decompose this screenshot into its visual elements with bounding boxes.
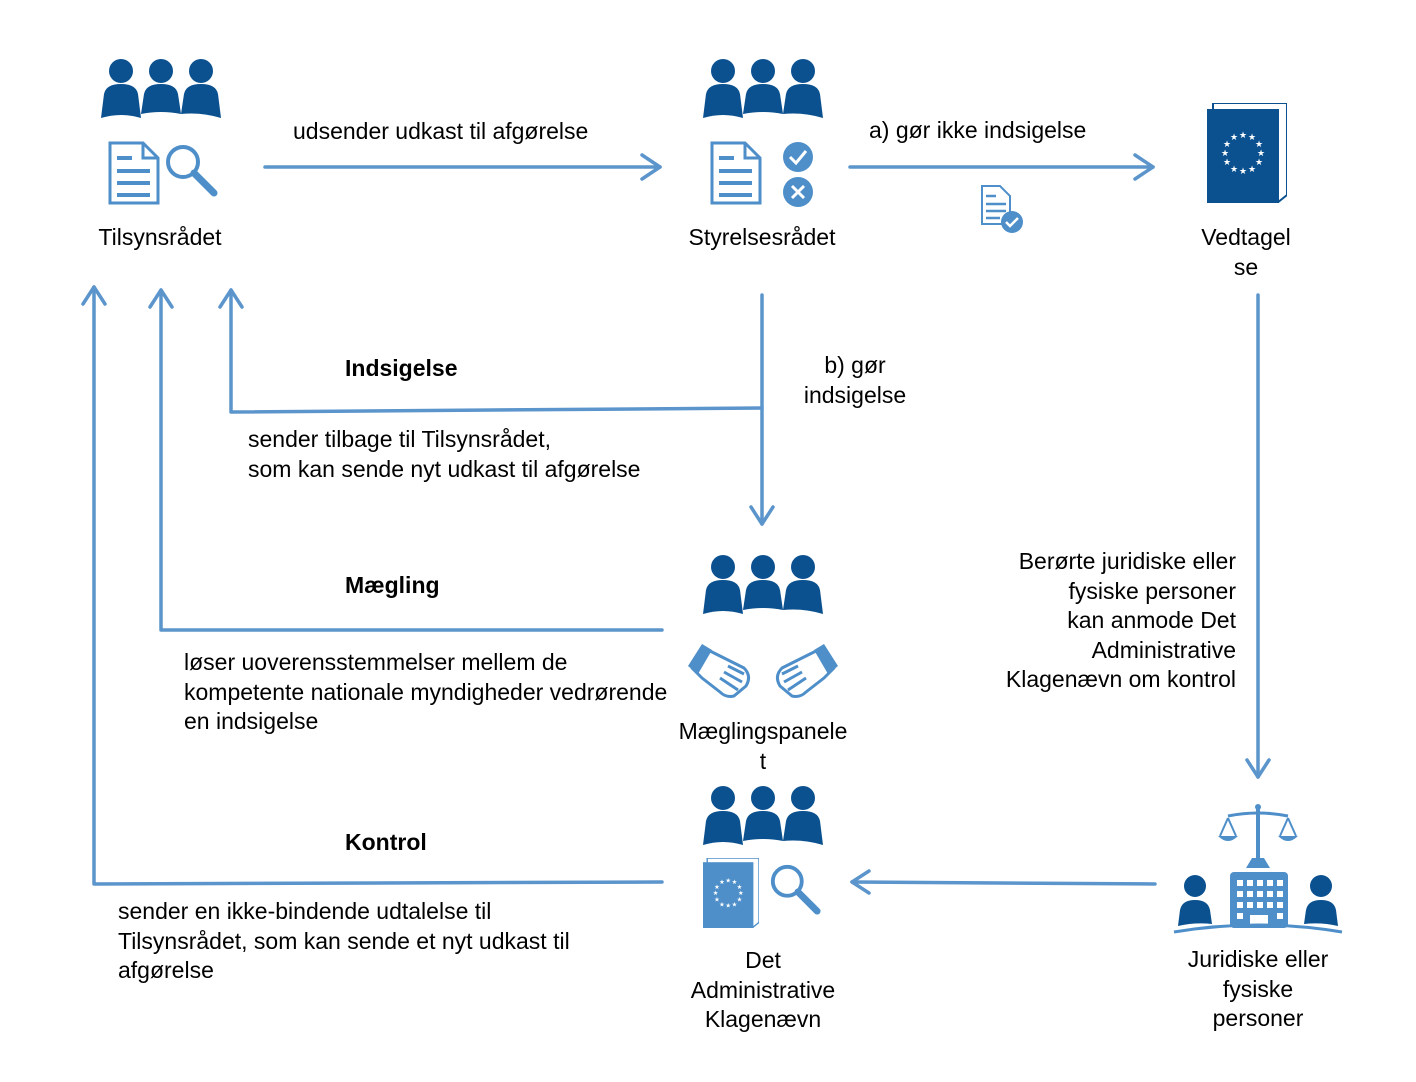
handshake-icon	[688, 644, 838, 698]
node-label-vedtagelse: Vedtagel se	[1201, 224, 1291, 280]
approved-document-icon	[981, 185, 1023, 233]
people-group-icon	[700, 56, 826, 122]
magnifier-icon	[768, 862, 822, 916]
document-icon	[107, 140, 161, 206]
scales-of-justice-icon	[1218, 804, 1298, 868]
edge-description-indsigelse: sender tilbage til Tilsynsrådet, som kan…	[248, 426, 641, 482]
edge-label-udkast: udsender udkast til afgørelse	[293, 118, 589, 144]
magnifier-icon	[163, 142, 219, 198]
edge-label-anmodning: Berørte juridiske eller fysiske personer…	[1005, 548, 1236, 692]
node-label-tilsynsraadet: Tilsynsrådet	[98, 224, 222, 250]
edge-title-kontrol: Kontrol	[345, 829, 427, 855]
edge-label-gor-indsigelse: b) gør indsigelse	[803, 352, 907, 408]
person-icon	[1178, 875, 1338, 926]
people-group-icon	[98, 56, 224, 122]
edge-description-kontrol: sender en ikke-bindende udtalelse til Ti…	[118, 898, 570, 983]
edge-description-maegling: løser uoverensstemmelser mellem de kompe…	[184, 649, 668, 734]
arrow-kontrol-return	[81, 285, 664, 886]
edge-title-maegling: Mægling	[345, 572, 440, 598]
node-label-maeglingspanelet: Mæglingspanele t	[678, 718, 848, 774]
edge-label-ikke-indsigelse: a) gør ikke indsigelse	[869, 117, 1087, 143]
node-label-personer: Juridiske eller fysiske personer	[1187, 946, 1329, 1031]
people-group-icon	[700, 783, 826, 849]
arrow-ikke-indsigelse	[848, 153, 1155, 181]
check-circle-icon	[783, 142, 813, 172]
eu-book-icon	[1207, 103, 1287, 203]
arrow-vedtagelse-to-personer	[1245, 293, 1271, 779]
court-with-people-icon	[1173, 804, 1343, 934]
arrow-udkast	[263, 153, 662, 181]
people-group-icon	[700, 552, 826, 618]
cross-circle-icon	[783, 177, 813, 207]
document-icon	[709, 140, 763, 206]
node-label-klagenaevn: Det Administrative Klagenævn	[690, 947, 836, 1032]
edge-title-indsigelse: Indsigelse	[345, 355, 458, 381]
node-label-styrelsesraadet: Styrelsesrådet	[688, 224, 836, 250]
eu-book-icon	[703, 858, 759, 928]
arrow-maegling-return	[148, 288, 664, 632]
arrow-personer-to-klagenaevn	[850, 869, 1157, 895]
court-building-icon	[1230, 872, 1288, 928]
arrow-indsigelse-return	[218, 288, 764, 414]
